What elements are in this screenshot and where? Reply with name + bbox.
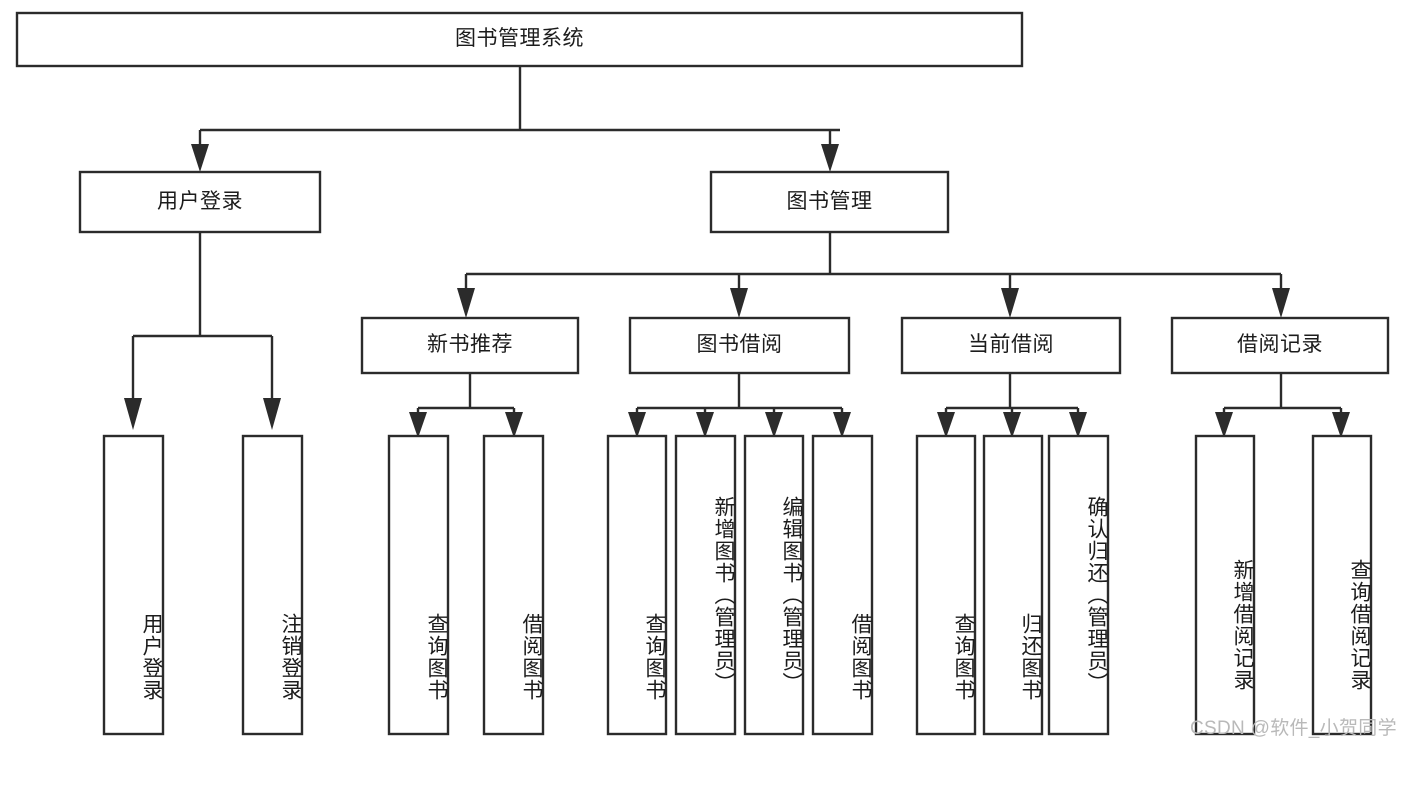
node-box-user-login[interactable] xyxy=(78,170,322,234)
connector-userlogin-to-leaves xyxy=(124,232,281,430)
leaf-box-user-login-2[interactable] xyxy=(241,434,304,736)
leaf-box-current-borrow-1[interactable] xyxy=(915,434,977,736)
node-box-book-borrow[interactable] xyxy=(628,316,851,375)
diagram-canvas: 图书管理系统 用户登录 图书管理 新书推荐 图书借阅 当前借阅 借阅记录 用户登… xyxy=(15,11,1397,739)
diagram-svg xyxy=(15,11,1390,736)
leaf-box-book-borrow-3[interactable] xyxy=(743,434,805,736)
leaf-box-new-book-1[interactable] xyxy=(387,434,450,736)
leaf-box-book-borrow-1[interactable] xyxy=(606,434,668,736)
connector-currentborrow-to-leaves xyxy=(937,373,1087,438)
leaf-box-book-borrow-2[interactable] xyxy=(674,434,737,736)
leaf-box-new-book-2[interactable] xyxy=(482,434,545,736)
connector-bookborrow-to-leaves xyxy=(628,373,851,438)
connector-borrowrecord-to-leaves xyxy=(1215,373,1350,438)
leaf-box-current-borrow-3[interactable] xyxy=(1047,434,1110,736)
connector-newbook-to-leaves xyxy=(409,373,523,438)
leaf-box-borrow-record-1[interactable] xyxy=(1194,434,1256,736)
leaf-box-user-login-1[interactable] xyxy=(102,434,165,736)
node-box-book-management[interactable] xyxy=(709,170,950,234)
leaf-box-current-borrow-2[interactable] xyxy=(982,434,1044,736)
connector-root-to-level2 xyxy=(191,66,840,172)
watermark-text: CSDN @软件_小贺同学 xyxy=(1190,718,1397,739)
connector-booklist-to-level3 xyxy=(457,232,1290,318)
leaf-box-book-borrow-4[interactable] xyxy=(811,434,874,736)
node-box-new-book-recommend[interactable] xyxy=(360,316,580,375)
leaf-box-borrow-record-2[interactable] xyxy=(1311,434,1373,736)
node-box-root[interactable] xyxy=(15,11,1024,68)
node-box-current-borrow[interactable] xyxy=(900,316,1122,375)
node-box-borrow-record[interactable] xyxy=(1170,316,1390,375)
